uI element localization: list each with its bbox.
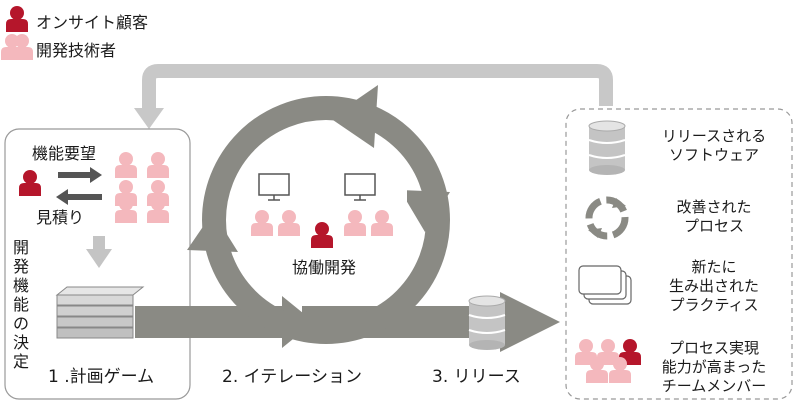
process-label: 改善された プロセス — [676, 198, 752, 235]
developer-legend-icon — [1, 34, 33, 60]
practice-label: 新たに 生み出された プラクティス — [668, 258, 759, 314]
onsite-customer-legend-icon — [6, 6, 28, 32]
iteration-label: 2. イテレーション — [222, 367, 362, 387]
feedback-arrow — [142, 64, 613, 110]
feature-stack-icon — [55, 286, 145, 339]
decision-arrow — [86, 236, 112, 268]
request-arrow — [58, 167, 102, 183]
members-label: プロセス実現 能力が高まった チームメンバー — [661, 339, 767, 395]
improvement-cycle-icon — [585, 196, 629, 240]
release-database-icon — [468, 295, 506, 351]
estimate-label: 見積り — [36, 208, 85, 227]
collab-label: 協働開発 — [292, 258, 357, 277]
release-label: 3. リリース — [432, 367, 521, 387]
feedback-arrow-head — [134, 108, 164, 129]
request-label: 機能要望 — [32, 144, 97, 163]
legend-developer: 開発技術者 — [36, 41, 117, 60]
legend-onsite-customer: オンサイト顧客 — [36, 13, 149, 32]
software-label: リリースされる ソフトウェア — [661, 127, 767, 164]
cycle-arrowheads — [187, 85, 450, 252]
estimate-arrow — [56, 189, 102, 205]
practice-cards-icon — [578, 265, 632, 305]
software-database-icon — [588, 120, 626, 176]
planning-game-label: 1 .計画ゲーム — [48, 367, 155, 387]
outcomes-box — [565, 108, 793, 400]
legend — [1, 6, 33, 60]
decision-label: 開 発 機 能 の 決 定 — [12, 238, 29, 371]
